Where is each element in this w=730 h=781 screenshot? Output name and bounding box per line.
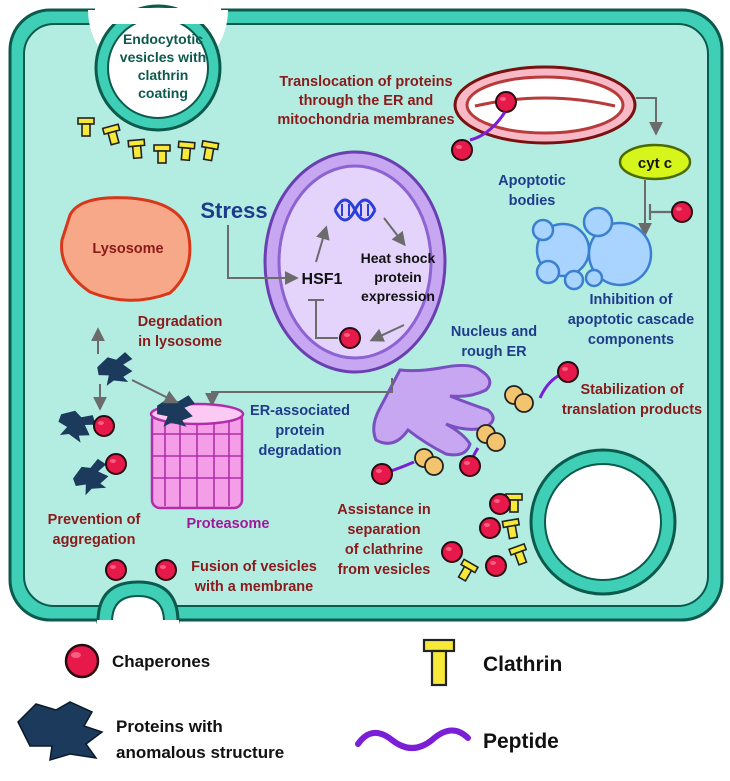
- hsp-line-1: Heat shock: [361, 250, 436, 266]
- er-chaperone-1: [557, 361, 579, 383]
- assistance-line-2: separation: [347, 522, 420, 538]
- hsf1-label: HSF1: [302, 271, 343, 288]
- translocation-line-3: mitochondria membranes: [277, 112, 454, 128]
- er-chaperone-3: [371, 463, 393, 485]
- endocytotic-line-2: vesicles with: [120, 49, 206, 65]
- legend-peptide-label: Peptide: [483, 730, 559, 753]
- label-stabilization: Stabilization of translation products: [562, 382, 702, 418]
- label-assistance: Assistance in separation of clathrine fr…: [337, 502, 431, 578]
- stabilization-line-1: Stabilization of: [580, 382, 683, 398]
- prevention-line-1: Prevention of: [48, 512, 141, 528]
- nucleus-line-2: rough ER: [461, 344, 527, 360]
- legend-proteins-line-2: anomalous structure: [116, 743, 284, 762]
- stabilization-line-2: translation products: [562, 402, 702, 418]
- inhibition-bar: [648, 204, 672, 220]
- assistance-line-4: from vesicles: [338, 562, 431, 578]
- label-apoptotic-bodies: Apoptotic bodies: [498, 173, 566, 209]
- translocation-line-1: Translocation of proteins: [279, 74, 452, 90]
- inhibition-line-3: components: [588, 332, 674, 348]
- fusion-line-2: with a membrane: [194, 579, 313, 595]
- label-inhibition: Inhibition of apoptotic cascade componen…: [568, 292, 695, 348]
- arrow-dna-expression: [383, 217, 406, 247]
- hsp-line-2: protein: [374, 269, 421, 285]
- degradation-line-2: in lysosome: [138, 334, 222, 350]
- erad-line-1: ER-associated: [250, 403, 350, 419]
- legend-chaperones-label: Chaperones: [112, 652, 210, 671]
- proteasome: [149, 395, 245, 510]
- legend-peptide-icon: [355, 727, 471, 751]
- dna-icon: [333, 198, 377, 222]
- proteasome-label: Proteasome: [186, 516, 269, 532]
- fusion-line-1: Fusion of vesicles: [191, 559, 317, 575]
- legend-protein-icon: [17, 701, 104, 762]
- endocytotic-line-4: coating: [138, 85, 188, 101]
- clathrin-vesicle: [529, 448, 677, 596]
- apoptotic-line-2: bodies: [509, 193, 556, 209]
- inhibiting-chaperone: [671, 201, 693, 223]
- endocytotic-vesicle: [88, 4, 228, 132]
- mitochondrion: [451, 65, 637, 161]
- cytc-oval: [618, 143, 692, 181]
- arrow-stress-hsf1: [227, 225, 299, 285]
- lysosome: [60, 196, 192, 302]
- apoptotic-line-1: Apoptotic: [498, 173, 566, 189]
- hsp-line-3: expression: [361, 288, 435, 304]
- label-erad: ER-associated protein degradation: [250, 403, 350, 459]
- inhibition-hsf1: [308, 299, 338, 339]
- mito-chaperone-2: [451, 139, 473, 161]
- inhibition-line-2: apoptotic cascade: [568, 312, 695, 328]
- label-endocytotic: Endocytotic vesicles with clathrin coati…: [120, 31, 206, 101]
- legend-chaperone-icon: [64, 643, 100, 679]
- label-degradation-lysosome: Degradation in lysosome: [138, 314, 223, 350]
- label-prevention: Prevention of aggregation: [48, 512, 141, 548]
- label-hsp-expression: Heat shock protein expression: [361, 250, 436, 304]
- arrow-to-proteasome: [131, 379, 179, 404]
- prevention-line-2: aggregation: [53, 532, 136, 548]
- legend-clathrin-icon: [422, 638, 456, 687]
- cytc-label: cyt c: [638, 155, 672, 172]
- endocytotic-line-3: clathrin: [138, 67, 189, 83]
- mito-chaperone: [495, 91, 517, 113]
- nucleus-chaperone: [339, 327, 361, 349]
- endocytotic-line-1: Endocytotic: [123, 31, 203, 47]
- arrow-expression-chaperone: [369, 324, 405, 342]
- erad-line-2: protein: [275, 423, 324, 439]
- inhibition-line-1: Inhibition of: [590, 292, 673, 308]
- legend-clathrin-label: Clathrin: [483, 653, 562, 676]
- nucleus-line-1: Nucleus and: [451, 324, 537, 340]
- label-nucleus: Nucleus and rough ER: [451, 324, 537, 360]
- degradation-line-1: Degradation: [138, 314, 223, 330]
- label-translocation: Translocation of proteins through the ER…: [277, 74, 454, 128]
- arrow-mito-cytc: [636, 97, 663, 136]
- erad-line-3: degradation: [259, 443, 342, 459]
- lysosome-label: Lysosome: [92, 241, 163, 257]
- stress-label: Stress: [200, 198, 267, 223]
- assistance-line-3: of clathrine: [345, 542, 423, 558]
- assistance-line-1: Assistance in: [337, 502, 431, 518]
- translocation-line-2: through the ER and: [299, 93, 434, 109]
- arrow-erad: [205, 378, 393, 407]
- label-fusion: Fusion of vesicles with a membrane: [191, 559, 317, 595]
- legend: Chaperones Clathrin Proteins with anomal…: [17, 638, 562, 762]
- arrow-hsf1-dna: [315, 225, 330, 263]
- er-chaperone-2: [459, 455, 481, 477]
- membrane-fusion-site: [96, 580, 180, 626]
- legend-proteins-line-1: Proteins with: [116, 717, 223, 736]
- apoptotic-bodies: [531, 206, 653, 291]
